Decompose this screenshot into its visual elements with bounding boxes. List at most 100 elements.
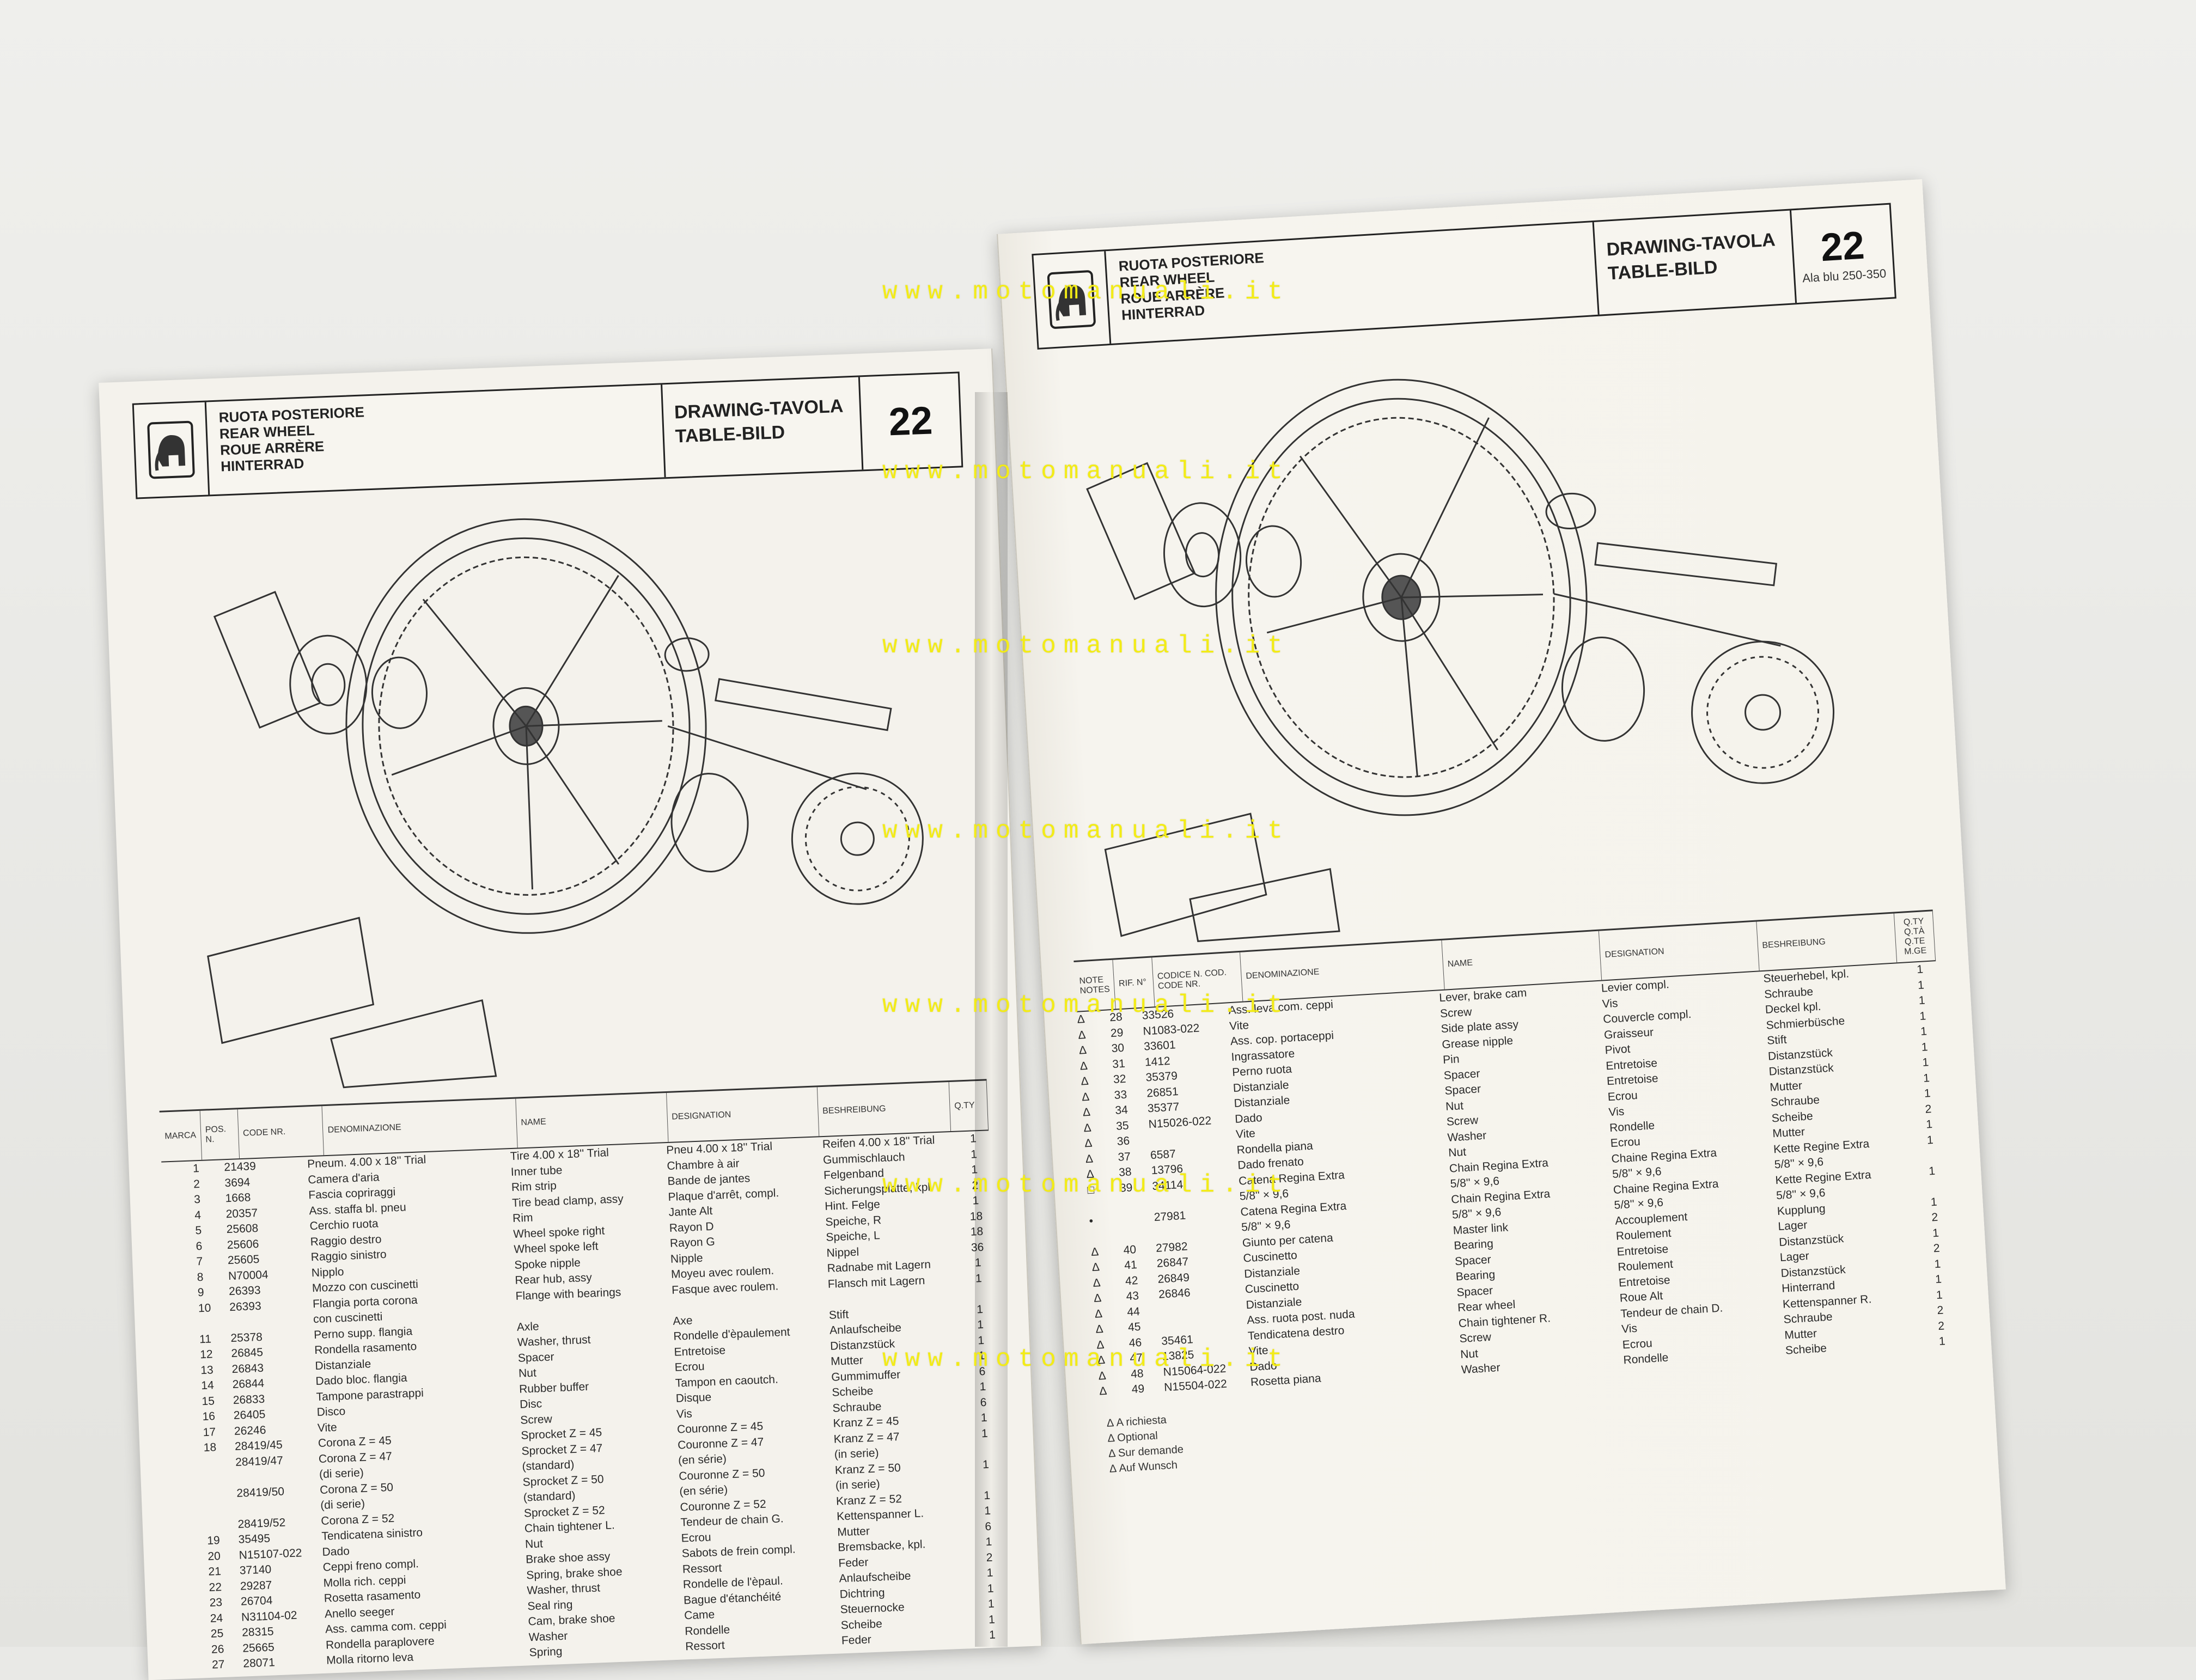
col-fr: Designation: [1599, 921, 1760, 980]
cell-mark: Δ: [1079, 1059, 1088, 1073]
cell-mark: [168, 1332, 199, 1349]
col-mark: Marca: [159, 1110, 202, 1162]
cell-pos: 25: [210, 1627, 224, 1640]
cell-mark: [170, 1394, 202, 1411]
elephant-logo-icon: [1047, 270, 1096, 329]
cell-pos: 14: [200, 1379, 215, 1392]
right-exploded-wheel-drawing: [1086, 378, 1835, 942]
cell-pos: 35: [1115, 1119, 1130, 1133]
cell-mark: [173, 1456, 204, 1473]
cell-pos: 3: [193, 1193, 201, 1206]
watermark-text: www.motomanuali.it: [882, 991, 1290, 1019]
cell-pos: 23: [209, 1596, 223, 1609]
cell-mark: [178, 1596, 210, 1612]
cell-pos: [206, 1501, 237, 1518]
cell-qty: 1: [1919, 1009, 1926, 1023]
cell-mark: [167, 1301, 198, 1318]
cell-pos: 32: [1113, 1072, 1127, 1086]
cell-mark: [172, 1425, 203, 1442]
cell-mark: [176, 1534, 208, 1550]
cell-qty: 2: [1924, 1102, 1932, 1116]
cell-pos: 40: [1123, 1243, 1137, 1256]
cell-pos: 42: [1125, 1274, 1139, 1287]
cell-pos: 29: [1110, 1026, 1124, 1040]
cell-mark: [1090, 1227, 1123, 1245]
left-table-number-block: 22: [860, 373, 961, 469]
watermark-text: www.motomanuali.it: [882, 278, 1290, 306]
cell-mark: Δ: [1095, 1322, 1104, 1336]
cell-qty: 2: [1933, 1242, 1941, 1255]
right-drawing-label: DRAWING-TAVOLA TABLE-BILD: [1594, 210, 1797, 315]
cell-mark: [170, 1378, 202, 1395]
cell-mark: [164, 1223, 196, 1240]
cell-pos: [205, 1486, 237, 1502]
cell-mark: [174, 1487, 205, 1504]
cell-qty: 1: [1928, 1164, 1936, 1178]
col-en: Name: [1442, 931, 1602, 989]
right-page: RUOTA POSTERIORE REAR WHEEL ROUE ARRÈRE …: [997, 179, 2006, 1645]
cell-pos: 15: [202, 1394, 215, 1408]
cell-qty: 1: [1925, 1118, 1933, 1131]
cell-qty: 2: [1931, 1211, 1938, 1224]
cell-mark: [173, 1471, 205, 1488]
left-page-header: RUOTA POSTERIORE REAR WHEEL ROUE ARRÈRE …: [132, 371, 963, 499]
cell-pos: 13: [200, 1363, 214, 1377]
right-page-header: RUOTA POSTERIORE REAR WHEEL ROUE ARRÈRE …: [1032, 203, 1896, 350]
cell-pos: 44: [1126, 1305, 1140, 1318]
watermark-text: www.motomanuali.it: [882, 457, 1290, 486]
cell-pos: 43: [1126, 1289, 1139, 1303]
brand-logo: [1033, 251, 1112, 348]
tire-outline: [345, 518, 707, 934]
model-name: Ala blu 250-350: [1802, 266, 1887, 285]
left-title-block: RUOTA POSTERIORE REAR WHEEL ROUE ARRÈRE …: [206, 384, 666, 495]
cell-mark: Δ: [1085, 1152, 1094, 1165]
cell-pos: 34: [1114, 1103, 1128, 1117]
cell-mark: [166, 1270, 197, 1287]
cell-mark: Δ: [1094, 1307, 1103, 1321]
cell-mark: [179, 1627, 211, 1644]
col-it: Denominazione: [322, 1098, 518, 1156]
cell-mark: [161, 1161, 193, 1178]
cell-qty: 1: [1920, 1025, 1927, 1038]
col-fr: Designation: [666, 1087, 819, 1142]
cell-pos: 41: [1124, 1259, 1138, 1272]
cell-mark: Δ: [1092, 1276, 1101, 1290]
cell-pos: [199, 1315, 230, 1332]
cell-qty: 1: [1933, 1257, 1941, 1270]
cell-mark: Δ: [1091, 1261, 1100, 1274]
watermark-text: www.motomanuali.it: [882, 632, 1290, 660]
table-number: 22: [1819, 223, 1866, 270]
cell-pos: 27: [211, 1658, 225, 1671]
cell-pos: 12: [199, 1348, 213, 1361]
cell-mark: [171, 1409, 203, 1426]
cell-qty: 1: [1926, 1133, 1934, 1147]
cell-qty: [1916, 1178, 1949, 1195]
cell-code: 28071: [242, 1656, 276, 1670]
cell-pos: [206, 1517, 238, 1534]
cell-mark: [169, 1363, 200, 1380]
brand-logo: [133, 402, 210, 498]
cell-pos: 16: [202, 1410, 216, 1424]
cell-mark: [168, 1347, 200, 1364]
cell-mark: [162, 1192, 194, 1209]
cell-mark: Δ: [1080, 1074, 1089, 1088]
cell-mark: Δ: [1083, 1121, 1092, 1134]
cell-mark: [178, 1580, 209, 1597]
watermark-text: www.motomanuali.it: [882, 817, 1290, 845]
cell-qty: 1: [1930, 1195, 1938, 1208]
cell-qty: 1: [1935, 1273, 1942, 1286]
book-spine: [975, 392, 1008, 1647]
cell-pos: 1: [192, 1162, 200, 1175]
table-number: 22: [888, 399, 934, 444]
cell-pos: [1121, 1210, 1154, 1227]
cell-mark: [167, 1316, 199, 1333]
cell-mark: [180, 1642, 211, 1659]
cell-mark: [179, 1611, 210, 1628]
cell-qty: 1: [1916, 963, 1924, 976]
cell-pos: 26: [211, 1642, 224, 1656]
cell-qty: 1: [1918, 994, 1926, 1007]
cell-pos: 2: [193, 1177, 200, 1190]
watermark-text: www.motomanuali.it: [882, 1171, 1290, 1199]
col-de: Beshreibung: [817, 1082, 951, 1137]
